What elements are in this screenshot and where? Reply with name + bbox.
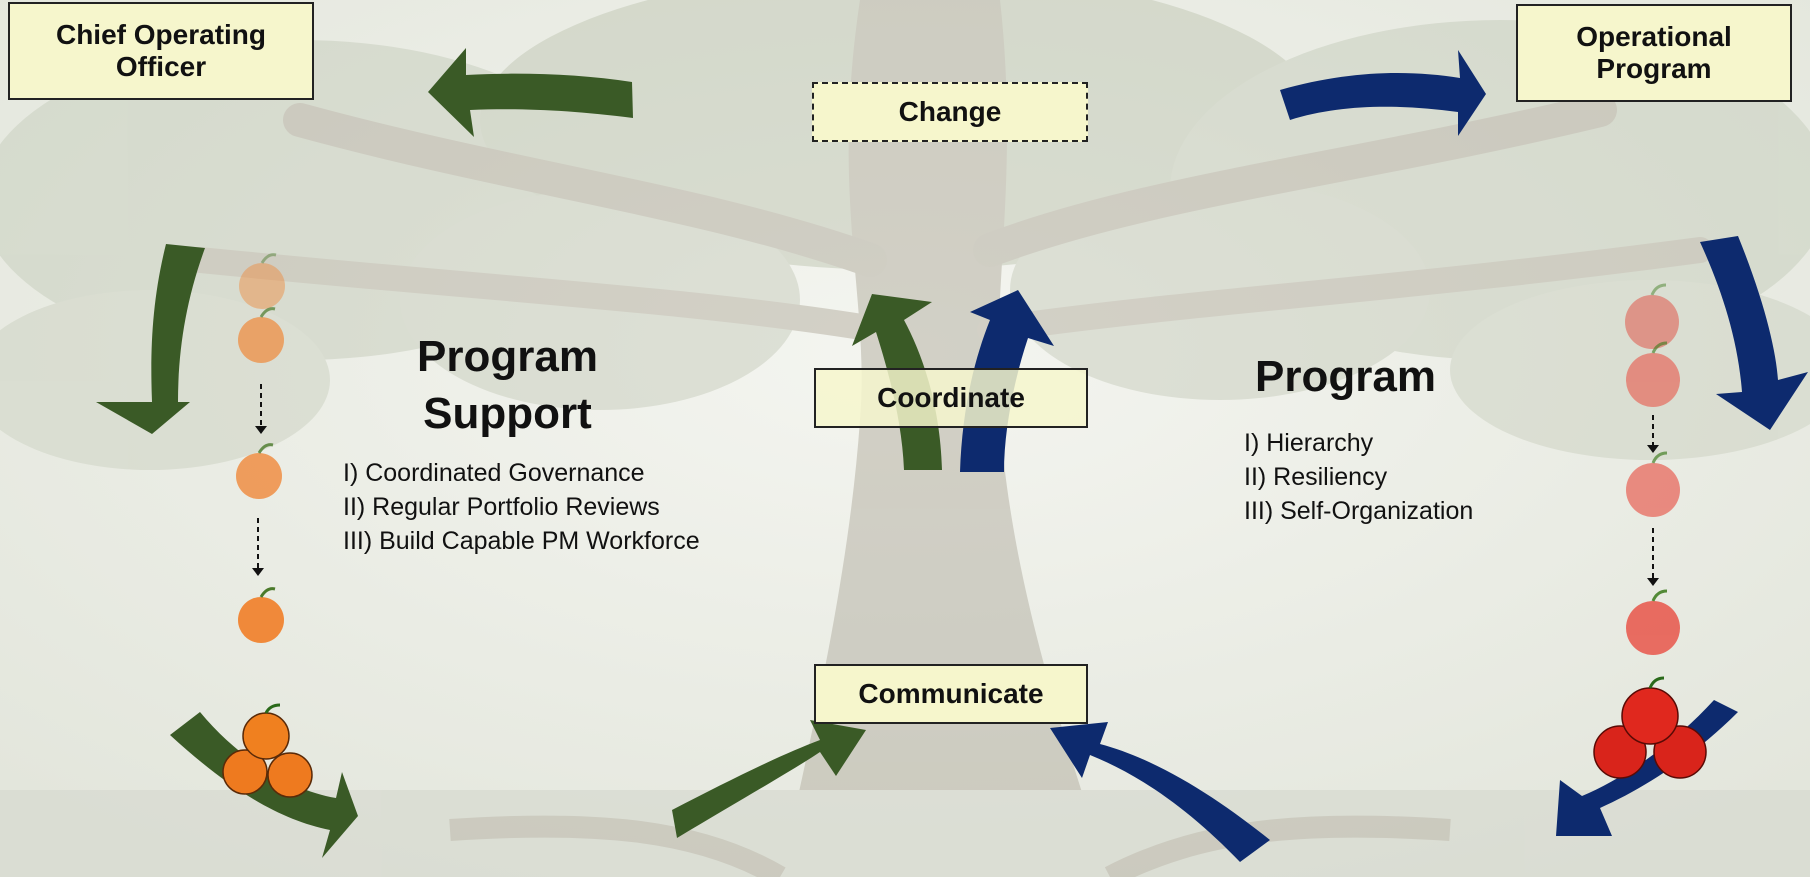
change-box: Change <box>812 82 1088 142</box>
orange-icon <box>238 587 284 643</box>
apple-icon <box>1626 589 1680 655</box>
chief-operating-officer-box: Chief Operating Officer <box>8 2 314 100</box>
communicate-label: Communicate <box>858 677 1044 709</box>
arrow-blue-top <box>1280 50 1486 136</box>
arrow-blue-right-down <box>1700 236 1808 430</box>
arrow-green-left-down <box>96 244 205 434</box>
orange-pile-icon <box>222 703 313 798</box>
operational-program-box: Operational Program <box>1516 4 1792 102</box>
apple-icon-faded-3 <box>1626 451 1680 517</box>
orange-icon-faded-1 <box>239 253 285 309</box>
operational-program-label: Operational Program <box>1576 20 1732 84</box>
arrow-green-top <box>428 48 633 137</box>
program-support-list: I) Coordinated Governance II) Regular Po… <box>343 456 700 558</box>
program-list: I) Hierarchy II) Resiliency III) Self-Or… <box>1244 426 1473 528</box>
arrow-blue-bottom-center <box>1050 722 1270 862</box>
list-item: II) Resiliency <box>1244 463 1388 491</box>
apple-icon-faded-2 <box>1626 341 1680 407</box>
orange-icon-faded-3 <box>236 443 282 499</box>
list-item: I) Coordinated Governance <box>343 459 645 487</box>
arrow-green-bottom-right <box>672 720 866 838</box>
list-item: III) Build Capable PM Workforce <box>343 527 700 555</box>
change-label: Change <box>898 95 1002 127</box>
apple-icon-faded-1 <box>1625 283 1679 349</box>
program-title: Program <box>1255 348 1475 405</box>
orange-icon-faded-2 <box>238 307 284 363</box>
list-item: III) Self-Organization <box>1244 497 1474 525</box>
program-support-title-text: Program Support <box>417 332 598 439</box>
list-item: II) Regular Portfolio Reviews <box>343 493 660 521</box>
coordinate-box: Coordinate <box>814 368 1088 428</box>
communicate-box: Communicate <box>814 664 1088 724</box>
chief-operating-officer-label: Chief Operating Officer <box>55 18 266 82</box>
program-title-text: Program <box>1255 352 1436 401</box>
arrow-green-bottom-left <box>170 712 358 858</box>
list-item: I) Hierarchy <box>1244 429 1374 457</box>
program-support-title: Program Support <box>380 328 635 442</box>
coordinate-label: Coordinate <box>877 381 1025 413</box>
apple-pile-icon <box>1593 676 1707 779</box>
